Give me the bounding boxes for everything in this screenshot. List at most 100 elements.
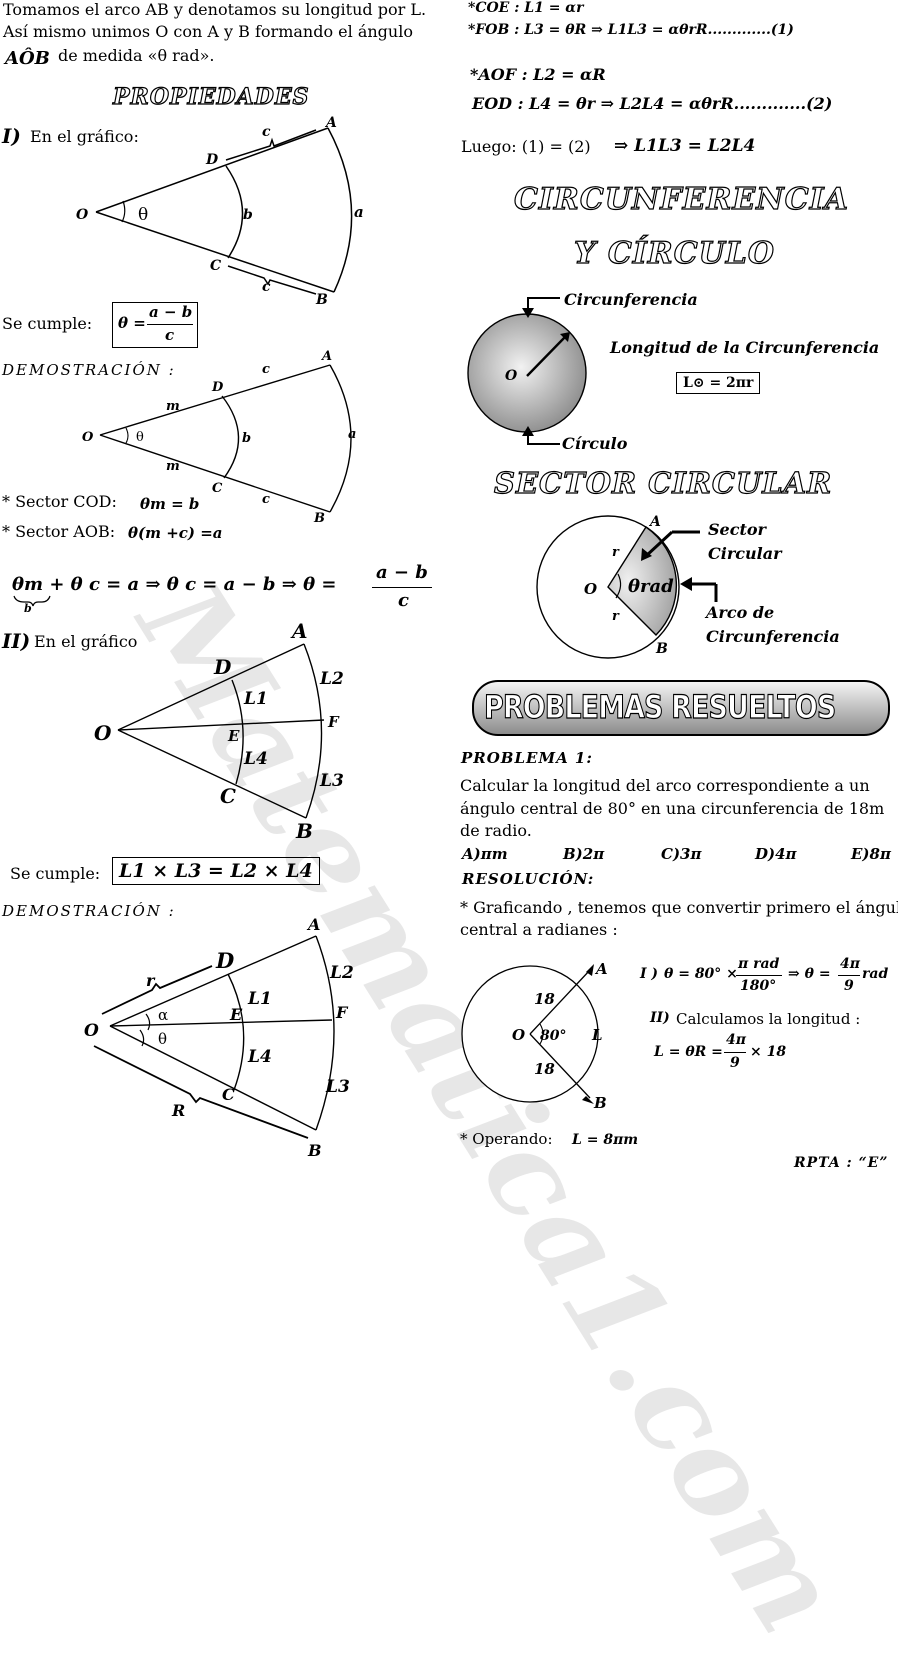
fig1-a: a [354,203,364,221]
fig1-b: b [243,207,253,223]
step-1-den: 180° [740,978,777,994]
resolucion-text-2: central a radianes : [460,920,618,939]
p1fig-B: B [593,1094,607,1112]
step-2-label: II) [650,1010,670,1026]
fig1-C: C [210,258,221,274]
fig4-L2: L2 [329,963,354,983]
lbl-circunferencia: Circunferencia [564,290,698,309]
formula-1-box: θ = a − b c [112,302,198,348]
eq-coe: *COE : L1 = αr [468,0,584,16]
prop1-text: En el gráfico: [30,127,139,146]
figure-circle: O [467,297,587,445]
fig4-R: R [171,1101,185,1120]
fig1-theta: θ [138,205,148,225]
option-c[interactable]: C)3π [661,845,702,863]
prop2-text: En el gráfico [34,632,138,651]
option-d[interactable]: D)4π [755,845,797,863]
option-e[interactable]: E)8π [851,845,891,863]
p1fig-angle: 80° [540,1028,566,1044]
option-a[interactable]: A)πm [462,845,508,863]
fig2-A: A [320,349,332,364]
fig3-L2: L2 [319,669,344,689]
figure-sector-2: O θ D A C B c c m m b a [82,349,356,526]
fig4-B: B [307,1141,322,1160]
lbl-sector-1: Sector [708,520,766,539]
fig4-r: r [146,971,156,990]
fig2-b: b [242,431,251,446]
formula-1-lhs: θ = [118,314,146,332]
sector-A: A [648,514,661,530]
step-1-num2: 4π [840,956,860,972]
fig2-C: C [212,481,223,496]
se-cumple-2: Se cumple: [10,864,101,883]
fig4-A: A [306,915,320,934]
intro-line-1: Tomamos el arco AB y denotamos su longit… [3,0,427,19]
se-cumple-1: Se cumple: [2,314,93,333]
fig4-C: C [222,1085,235,1104]
lbl-circulo: Círculo [562,434,628,453]
fig2-theta: θ [136,430,144,445]
fig1-A: A [324,115,337,131]
lbl-arco-1: Arco de [706,603,775,622]
eq-eod: EOD : L4 = θr ⇒ L2L4 = αθrR.............… [472,94,833,113]
intro-line-3: de medida «θ rad». [58,46,215,65]
problema-1-title: PROBLEMA 1: [461,749,593,767]
fig3-O: O [94,721,112,745]
fig2-c-top: c [262,362,270,377]
step-1-unit: rad [862,966,889,982]
option-b[interactable]: B)2π [563,845,605,863]
formula-1-num: a − b [149,303,193,321]
fig2-m-bot: m [166,459,180,474]
fig1-c-top: c [262,124,271,140]
longitud-formula: L⊙ = 2πr [676,372,761,394]
step-1-label: I ) [640,966,659,982]
step-2-rhs: × 18 [750,1044,787,1060]
sector-cod-label: * Sector COD: [2,492,117,511]
fig1-O: O [76,207,89,223]
circ-title-2: Y CÍRCULO [573,235,775,271]
derivation-under: b [24,602,32,615]
figure-problem-1: A B O L 18 18 80° [461,960,608,1112]
luego-result: ⇒ L1L3 = L2L4 [614,136,756,156]
formula-2: L1 × L3 = L2 × L4 [112,857,320,885]
fig3-C: C [220,784,236,808]
prop2-label: II) [2,629,31,653]
p1fig-r2: 18 [534,1060,555,1078]
propiedades-title: PROPIEDADES [112,83,310,110]
fig4-F: F [335,1003,349,1022]
lbl-arco-2: Circunferencia [706,627,840,646]
fig3-B: B [295,819,313,843]
fig1-B: B [315,292,328,308]
eq-fob: *FOB : L3 = θR ⇒ L1L3 = αθrR............… [468,22,794,38]
fig2-O: O [82,430,94,445]
p1fig-r1: 18 [534,990,555,1008]
sector-cod-eq: θm = b [140,495,200,513]
sector-r2: r [612,609,620,624]
fig2-B: B [313,511,325,526]
fig1-c-bot: c [262,279,271,295]
resolucion-text-1: * Graficando , tenemos que convertir pri… [460,898,898,917]
step-2-text: Calculamos la longitud : [676,1010,861,1028]
fig4-alpha: α [158,1006,168,1024]
figure-sector-4: O A B C D E F L1 L2 L3 L4 r R α θ [84,915,354,1160]
resolucion-title: RESOLUCIÓN: [462,870,595,888]
derivation-num: a − b [376,562,428,583]
fig4-L3: L3 [325,1077,350,1097]
fig2-c-bot: c [262,492,270,507]
circ-title-1: CIRCUNFERENCIA [513,181,849,217]
step-2-num: 4π [726,1032,746,1048]
p1fig-L: L [591,1026,603,1044]
fig1-D: D [205,152,219,168]
intro-angle: AÔB [5,48,50,69]
demo-2-title: DEMOSTRACIÓN : [2,902,176,920]
step-1-num: π rad [738,956,780,972]
figure-sector-circular: A B O r r θrad [536,514,718,659]
problemas-banner: PROBLEMAS RESUELTOS [472,680,890,736]
figure-sector-3: O A B C D E F L1 L2 L3 L4 [94,619,344,843]
step-2-lhs: L = θR = [654,1044,723,1060]
problema-1-text-3: de radio. [460,821,532,840]
fig3-E: E [227,727,240,745]
prop1-label: I) [2,124,21,148]
p1fig-A: A [594,960,608,978]
fig3-A: A [290,619,308,643]
